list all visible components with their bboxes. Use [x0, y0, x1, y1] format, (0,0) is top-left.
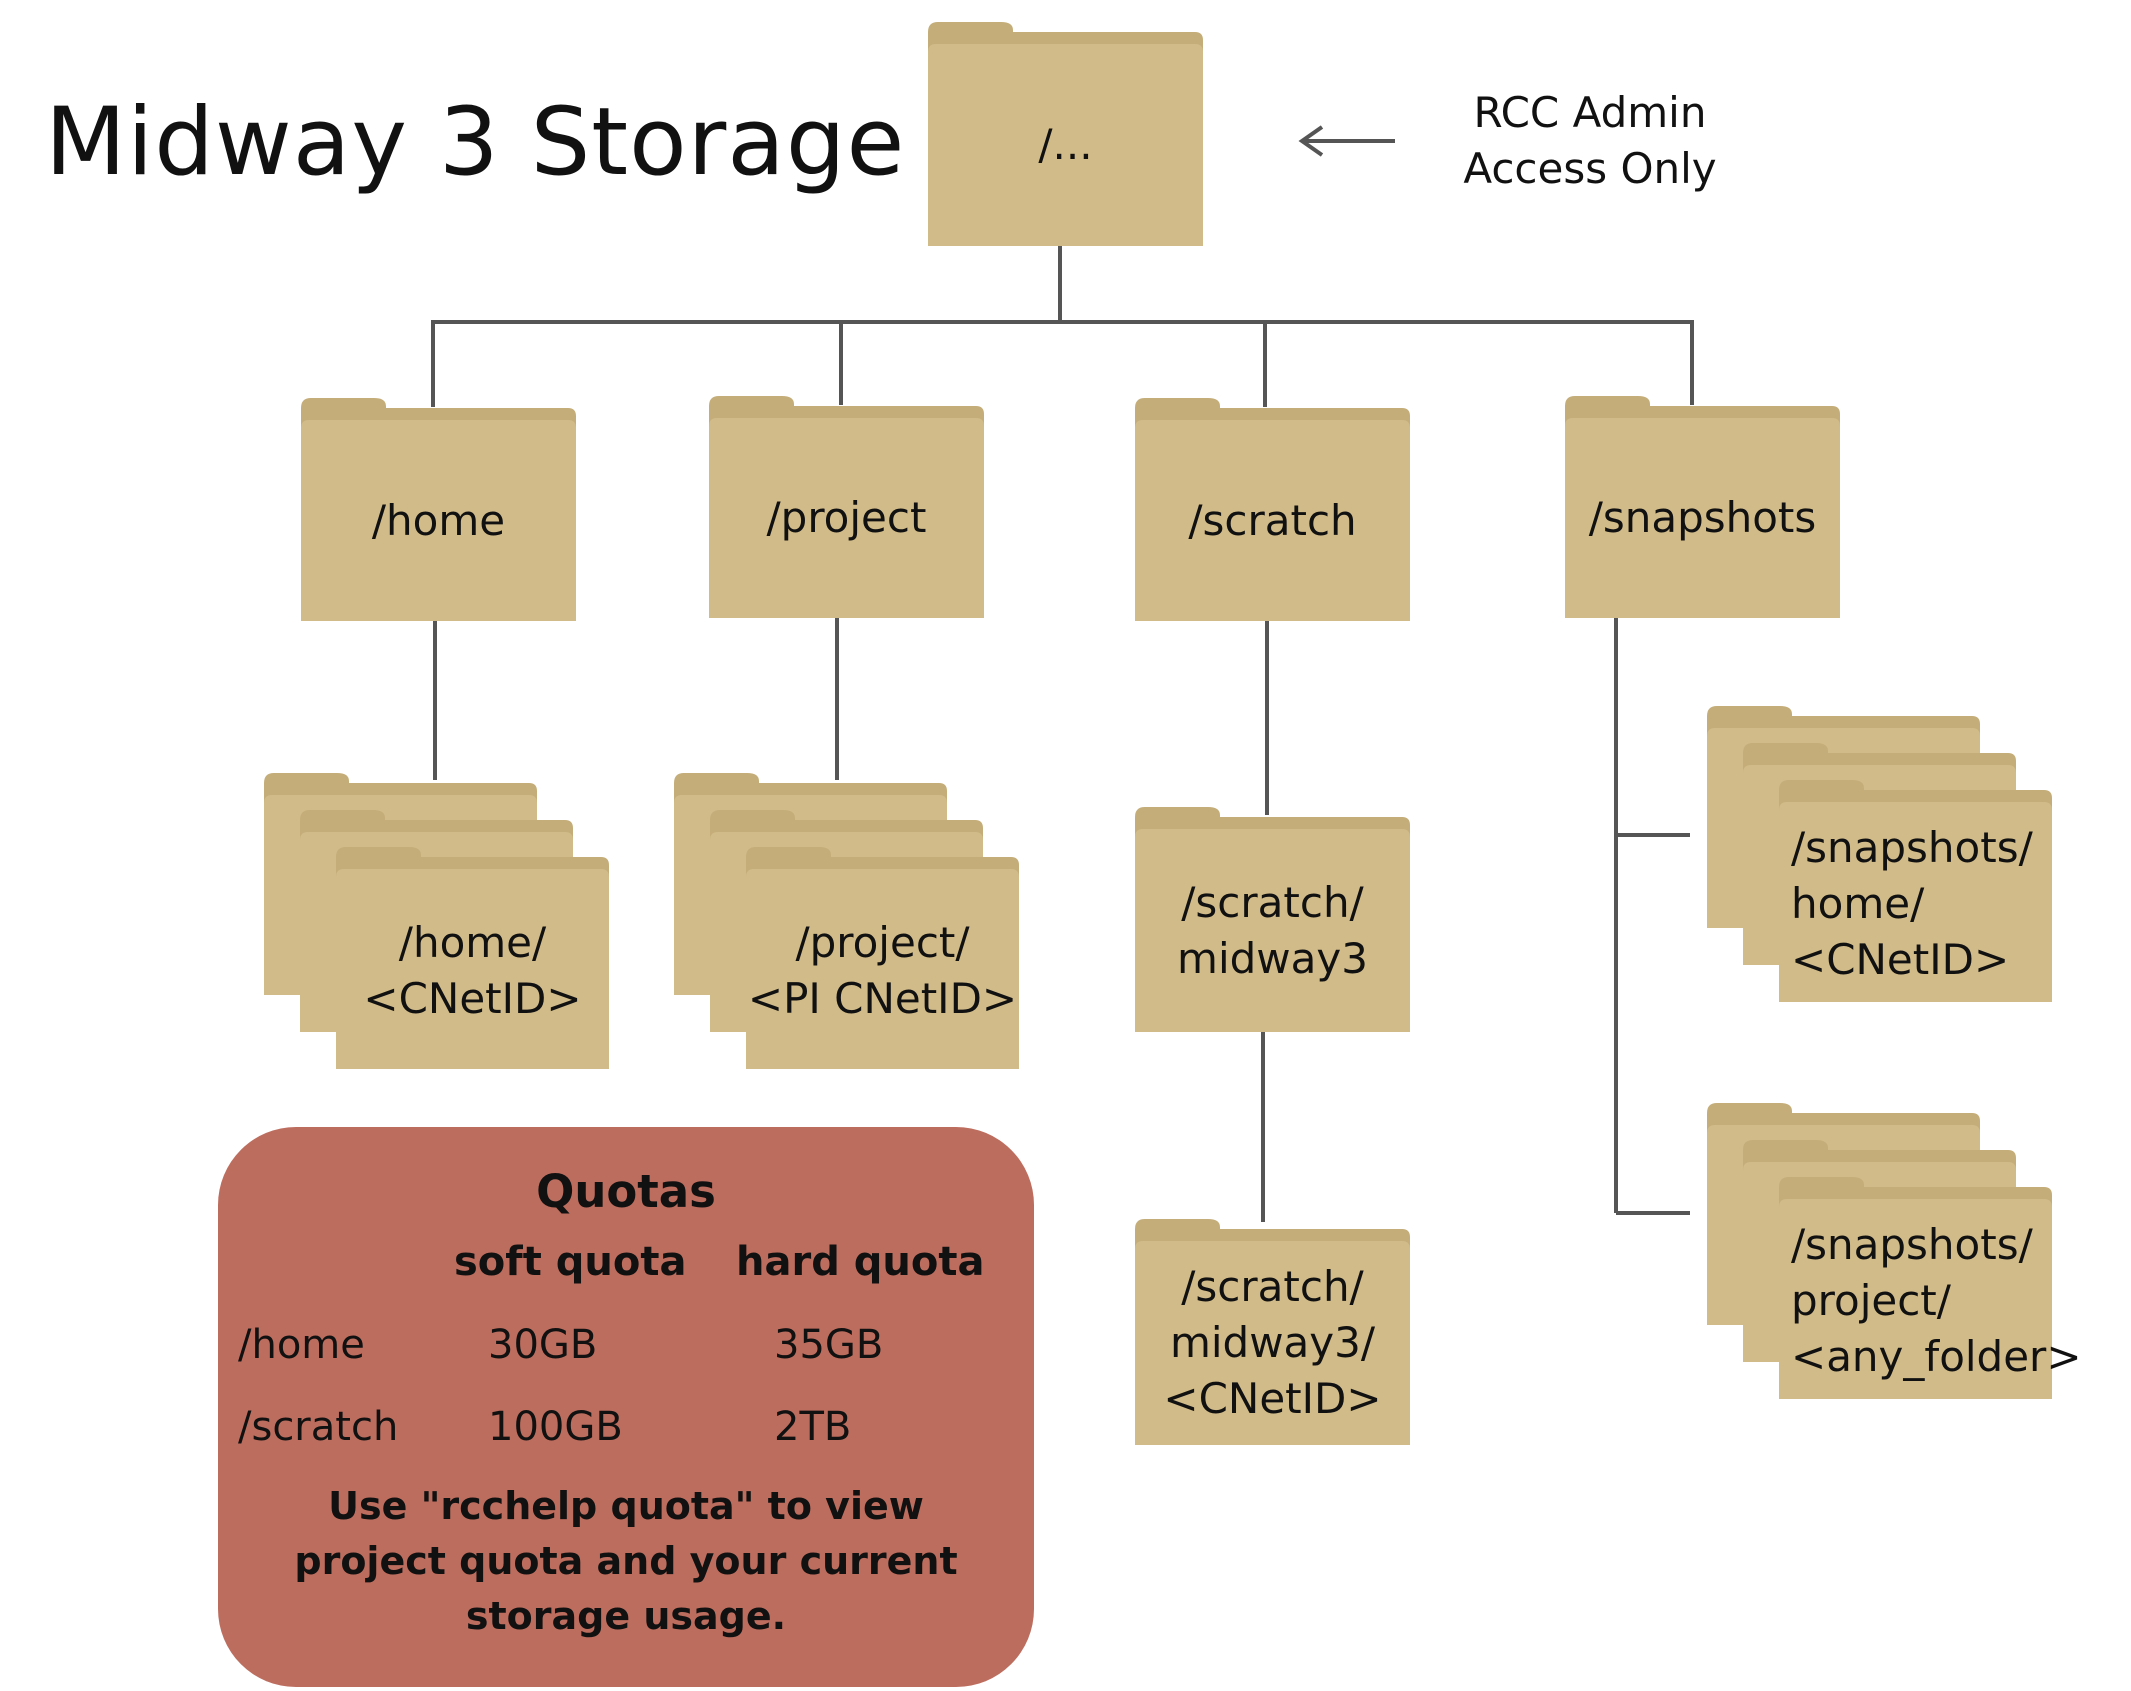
folder-home-user: /home/ <CNetID>: [336, 847, 609, 1069]
folder-label: /home: [301, 420, 576, 621]
folder-snapshots-project: /snapshots/project/ <any_folder>: [1779, 1177, 2082, 1399]
quota-row-hard: 2TB: [774, 1404, 852, 1450]
folder-label: /...: [928, 44, 1203, 246]
quota-row-soft: 100GB: [488, 1404, 623, 1450]
quota-box: Quotas soft quota hard quota /home 30GB …: [218, 1127, 1034, 1687]
folder-label-line: /...: [1038, 120, 1093, 169]
folder-icon: [336, 847, 609, 1069]
folder-snapshots-home: /snapshots/home/ <CNetID>: [1779, 780, 2052, 1002]
folder-label-lines: /scratch/midway3/ <CNetID>: [1163, 1259, 1381, 1427]
folder-project: /project: [709, 396, 984, 618]
folder-label: /project/ <PI CNetID>: [746, 873, 1019, 1069]
folder-label-line: /snapshots: [1588, 493, 1817, 542]
quota-usage-note: Use "rcchelp quota" to view project quot…: [294, 1484, 958, 1638]
folder-icon: [301, 398, 576, 621]
folder-label: /snapshots/home/ <CNetID>: [1779, 806, 2052, 1002]
folder-icon: [746, 847, 1019, 1069]
folder-label-lines: /snapshots: [1589, 490, 1817, 546]
folder-label-lines: /snapshots/project/ <any_folder>: [1791, 1217, 2082, 1385]
folder-label-line: project/: [1791, 1276, 1951, 1325]
folder-label-lines: /scratch/midway3: [1177, 875, 1368, 987]
folder-label-line: /snapshots/: [1791, 1220, 2033, 1269]
folder-label-line: home/: [1791, 879, 1925, 928]
folder-label: /snapshots/project/ <any_folder>: [1779, 1203, 2082, 1399]
folder-label-line: /home: [371, 495, 506, 545]
folder-label-line: <PI CNetID>: [747, 974, 1018, 1023]
folder-label-line: /scratch/: [1181, 877, 1364, 927]
folder-label-lines: /home/ <CNetID>: [363, 915, 581, 1027]
folder-label-lines: /snapshots/home/ <CNetID>: [1791, 820, 2033, 988]
folder-icon: [1135, 1219, 1410, 1445]
folder-scratch-midway3: /scratch/midway3: [1135, 807, 1410, 1032]
folder-label-line: /home/: [398, 918, 547, 967]
folder-label-line: <CNetID>: [1163, 1374, 1382, 1423]
folder-icon: [1135, 398, 1410, 621]
admin-access-note: RCC Admin Access Only: [1463, 88, 1717, 193]
quota-row-hard: 35GB: [774, 1322, 884, 1368]
page-title: Midway 3 Storage: [45, 88, 906, 197]
quota-row-soft: 30GB: [488, 1322, 598, 1368]
folder-label-lines: /project/ <PI CNetID>: [748, 915, 1017, 1027]
folder-label-lines: /home: [372, 493, 505, 549]
folder-label-line: <any_folder>: [1791, 1332, 2082, 1381]
soft-quota-header: soft quota: [454, 1239, 687, 1285]
folder-label: /scratch/midway3: [1135, 829, 1410, 1032]
folder-label: /project: [709, 418, 984, 618]
folder-scratch-user: /scratch/midway3/ <CNetID>: [1135, 1219, 1410, 1445]
folder-label-line: <CNetID>: [1791, 935, 2010, 984]
folder-label-line: /project/: [795, 918, 970, 967]
left-arrow-icon: [1298, 125, 1395, 157]
quota-row-name: /home: [238, 1322, 365, 1368]
folder-icon: [1135, 807, 1410, 1032]
quota-title: Quotas: [536, 1165, 716, 1218]
folder-icon: [928, 22, 1203, 246]
folder-label-line: midway3/: [1169, 1318, 1376, 1367]
folder-snapshots: /snapshots: [1565, 396, 1840, 618]
folder-project-pi: /project/ <PI CNetID>: [746, 847, 1019, 1069]
folder-label-line: /scratch/: [1181, 1262, 1364, 1311]
quota-row-name: /scratch: [238, 1404, 399, 1450]
folder-label-line: midway3: [1177, 933, 1368, 983]
folder-label-lines: /...: [1038, 117, 1092, 173]
folder-scratch: /scratch: [1135, 398, 1410, 621]
folder-label-line: <CNetID>: [363, 974, 582, 1023]
folder-icon: [1779, 780, 2052, 1002]
folder-label: /home/ <CNetID>: [336, 873, 609, 1069]
folder-label-line: /project: [766, 493, 927, 542]
folder-icon: [1779, 1177, 2052, 1399]
folder-label: /scratch/midway3/ <CNetID>: [1135, 1241, 1410, 1445]
folder-root: /...: [928, 22, 1203, 246]
folder-label-lines: /project: [767, 490, 927, 546]
folder-icon: [1565, 396, 1840, 618]
folder-label-lines: /scratch: [1188, 493, 1356, 549]
hard-quota-header: hard quota: [736, 1239, 985, 1285]
folder-home: /home: [301, 398, 576, 621]
folder-label: /snapshots: [1565, 418, 1840, 618]
folder-label-line: /scratch: [1188, 495, 1357, 545]
folder-label: /scratch: [1135, 420, 1410, 621]
folder-icon: [709, 396, 984, 618]
folder-label-line: /snapshots/: [1791, 823, 2033, 872]
